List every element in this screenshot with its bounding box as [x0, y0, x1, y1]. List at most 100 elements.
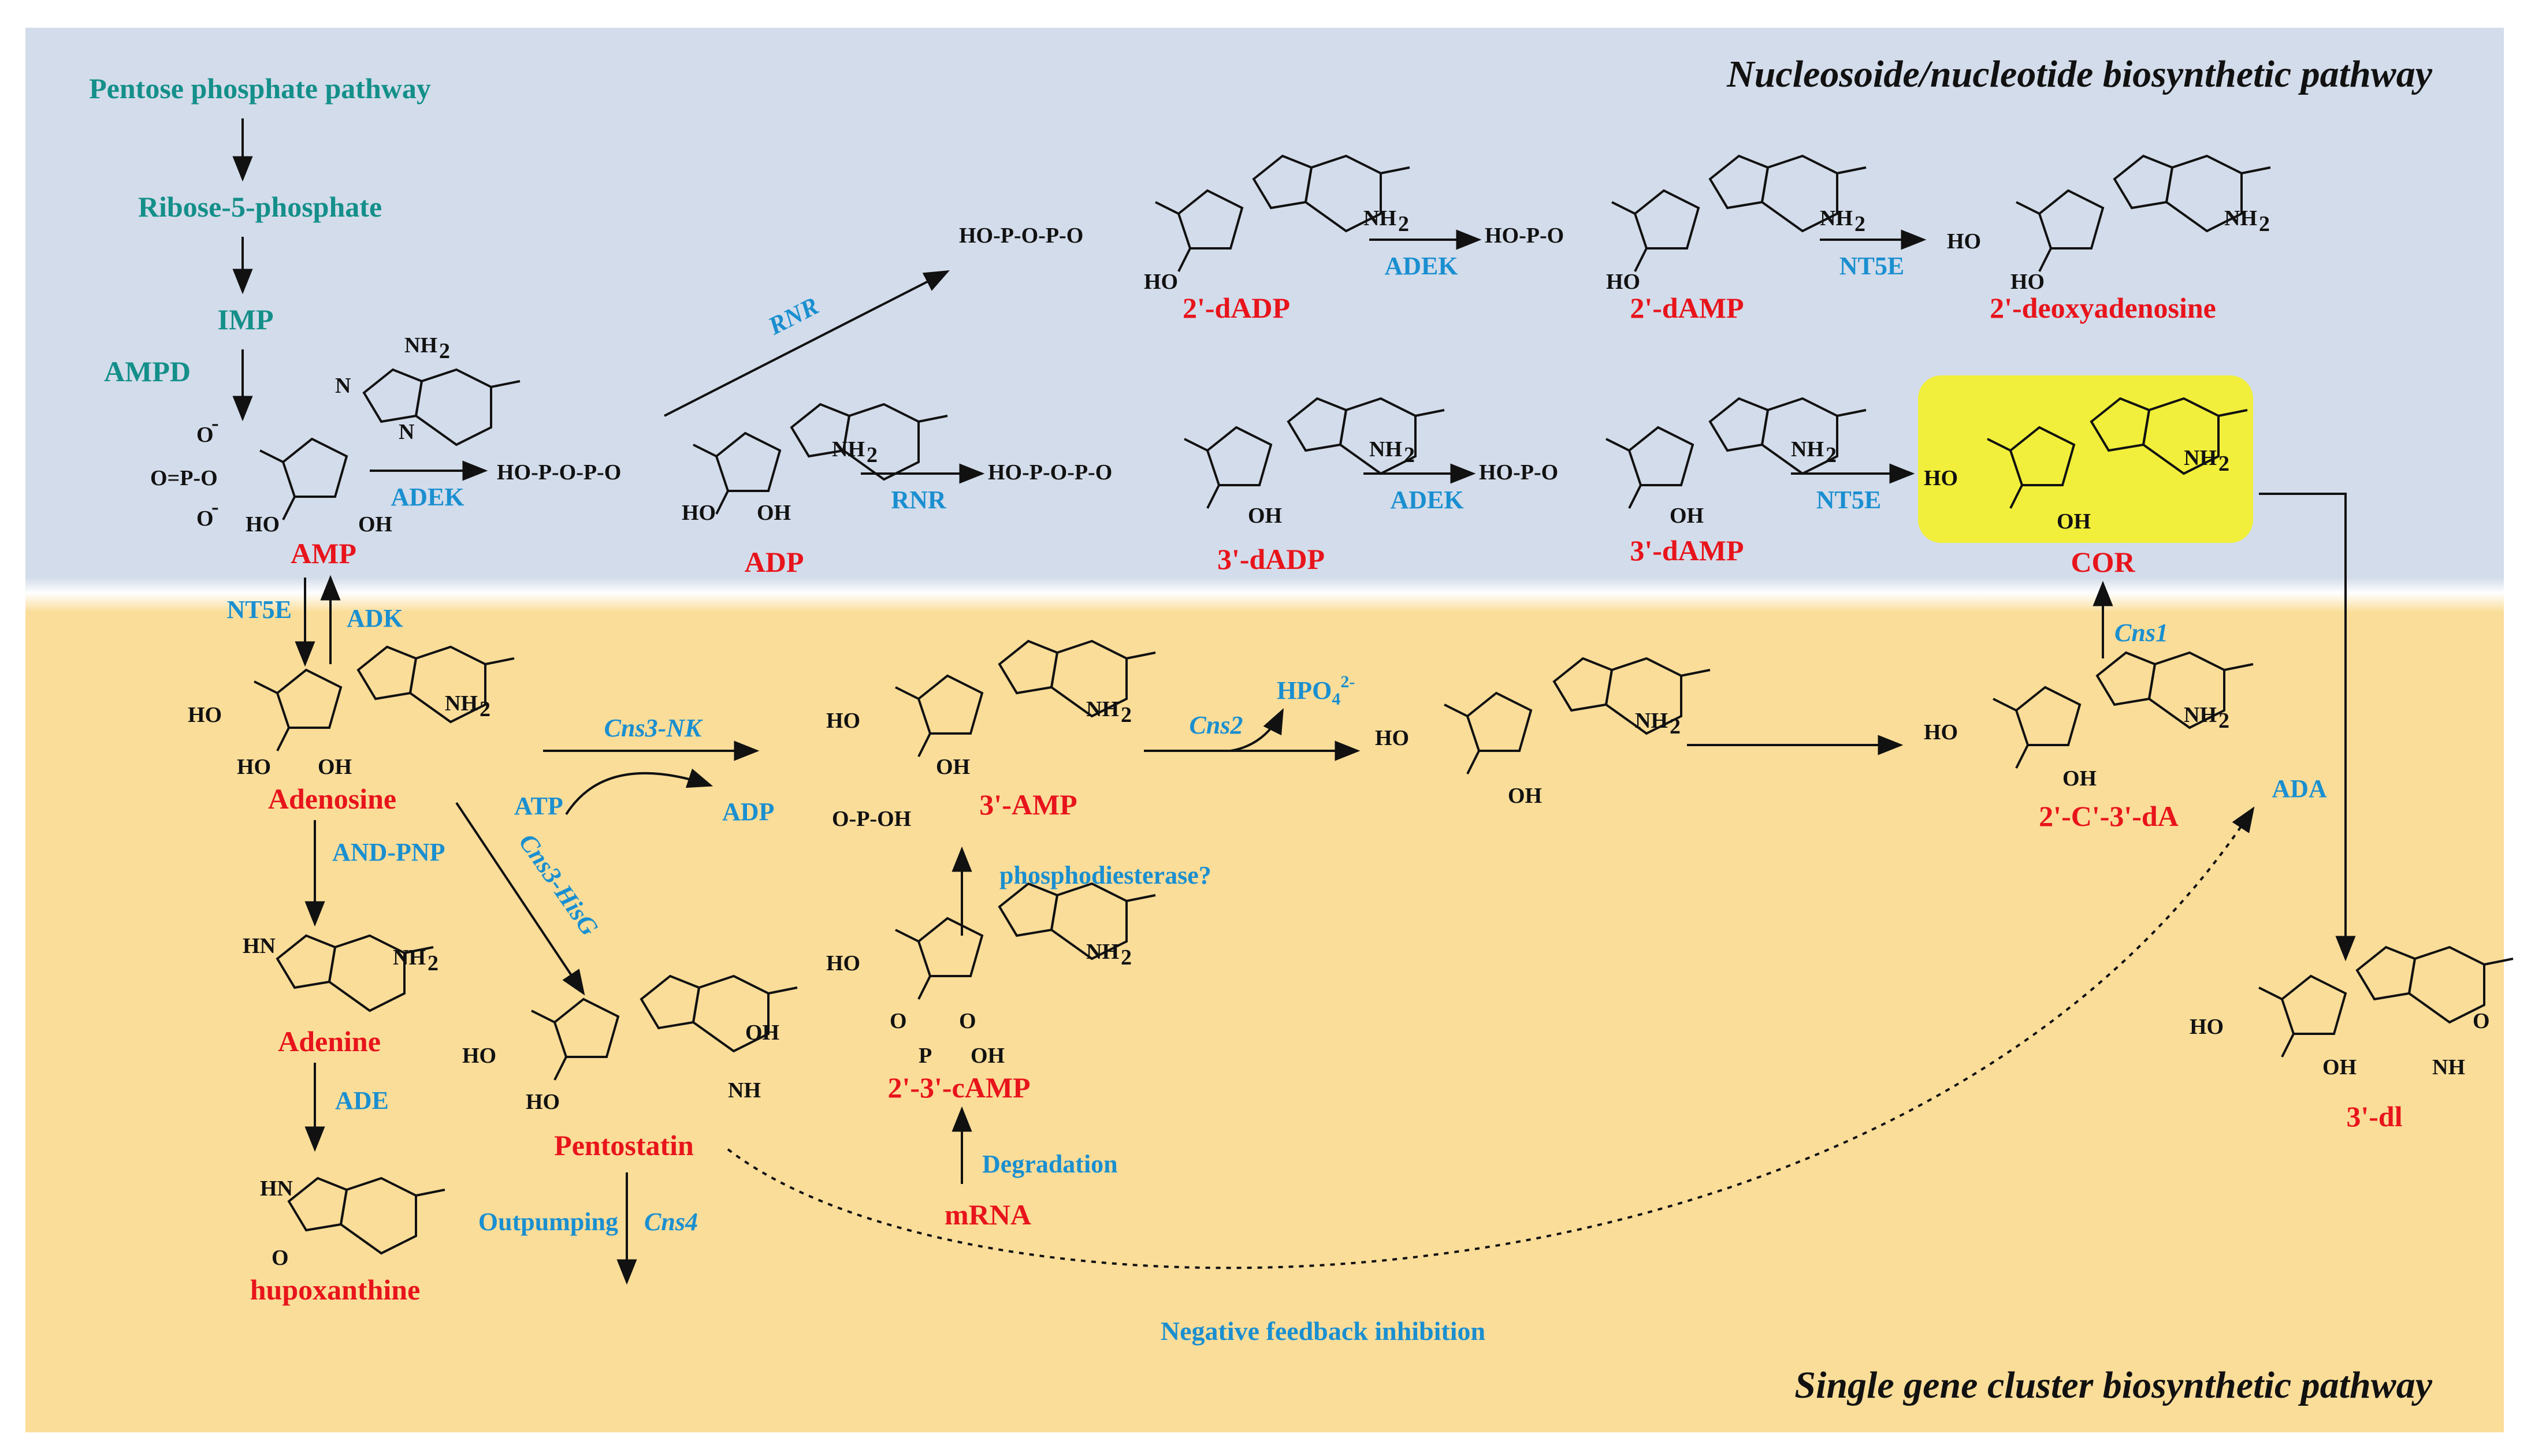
svg-text:2: 2 — [1404, 443, 1415, 467]
svg-text:NH: NH — [728, 1078, 761, 1103]
svg-text:HO: HO — [1947, 229, 1981, 254]
adek-2-label: ADEK — [1384, 252, 1458, 280]
svg-text:NH: NH — [832, 437, 865, 461]
rnr-2-label: RNR — [891, 486, 947, 514]
svg-text:2: 2 — [1854, 212, 1865, 236]
svg-text:NH: NH — [2224, 206, 2257, 230]
svg-text:NH: NH — [393, 945, 426, 970]
svg-text:HN: HN — [243, 934, 276, 958]
adk-label: ADK — [347, 604, 403, 632]
svg-text:NH: NH — [2184, 446, 2217, 470]
arrow-adp-dadp2 — [664, 270, 950, 417]
svg-text:HO: HO — [682, 501, 716, 525]
top-title: Nucleosoide/nucleotide biosynthetic path… — [1726, 53, 2433, 95]
svg-text:NH: NH — [1369, 437, 1402, 461]
ada-label: ADA — [2272, 774, 2327, 803]
svg-text:HO-P-O: HO-P-O — [1485, 224, 1564, 248]
ampd-label: AMPD — [104, 355, 191, 388]
svg-text:O: O — [272, 1246, 289, 1270]
arrow-atp-adp — [565, 768, 713, 815]
svg-text:HO-P-O-P-O: HO-P-O-P-O — [959, 224, 1083, 248]
svg-text:NH: NH — [1363, 206, 1396, 230]
svg-text:HO: HO — [1144, 270, 1178, 294]
svg-text:-: - — [211, 411, 219, 435]
svg-text:2: 2 — [1398, 212, 1409, 236]
svg-text:2: 2 — [1121, 703, 1132, 727]
svg-text:O: O — [890, 1009, 907, 1033]
band-separator — [25, 578, 2504, 612]
svg-text:NH: NH — [404, 333, 437, 358]
svg-text:2: 2 — [480, 697, 490, 721]
svg-text:O=P-O: O=P-O — [150, 466, 218, 490]
svg-text:OH: OH — [1248, 504, 1282, 528]
svg-text:NH: NH — [2432, 1055, 2465, 1079]
adenosine-label: Adenosine — [268, 783, 396, 815]
camp-label: 2'-3'-cAMP — [887, 1071, 1030, 1104]
svg-text:O: O — [196, 423, 214, 447]
svg-text:O: O — [196, 507, 214, 531]
svg-text:OH: OH — [1670, 504, 1704, 528]
svg-text:OH: OH — [2322, 1055, 2357, 1079]
svg-text:2: 2 — [1670, 714, 1681, 739]
svg-text:HO: HO — [246, 512, 280, 537]
pentostatin-structure: HO HO OH NH — [462, 975, 798, 1114]
svg-text:HO: HO — [2010, 270, 2045, 294]
damp2-label: 2'-dAMP — [1630, 292, 1744, 324]
degradation-label: Degradation — [982, 1150, 1118, 1178]
svg-text:HO: HO — [1606, 270, 1640, 294]
svg-text:N: N — [399, 420, 414, 444]
nt5e-2-label: NT5E — [1816, 486, 1881, 514]
svg-text:2: 2 — [2218, 452, 2229, 476]
bottom-title: Single gene cluster biosynthetic pathway — [1794, 1364, 2432, 1406]
imp-label: IMP — [217, 303, 273, 336]
svg-text:HO: HO — [1375, 726, 1409, 750]
svg-text:2: 2 — [2218, 709, 2229, 733]
pentostatin-label: Pentostatin — [554, 1129, 694, 1161]
svg-text:NH: NH — [445, 691, 478, 716]
svg-text:2: 2 — [2259, 212, 2270, 236]
svg-text:HO-P-O-P-O: HO-P-O-P-O — [988, 460, 1112, 485]
svg-text:-: - — [211, 495, 219, 519]
ade-label: ADE — [335, 1086, 389, 1115]
damp3-label: 3'-dAMP — [1630, 534, 1744, 567]
phosphodiesterase-label: phosphodiesterase? — [999, 861, 1211, 889]
hypoxanthine-structure: HN O — [260, 1176, 446, 1270]
svg-text:HO: HO — [826, 709, 860, 733]
deoxyadenosine-label: 2'-deoxyadenosine — [1990, 292, 2216, 324]
svg-text:NH: NH — [1635, 709, 1668, 733]
svg-text:NH: NH — [1086, 940, 1119, 964]
svg-text:O-P-OH: O-P-OH — [832, 807, 911, 831]
cns2-label: Cns2 — [1190, 711, 1243, 739]
svg-text:2: 2 — [1121, 945, 1132, 970]
hypoxanthine-label: hupoxanthine — [250, 1273, 421, 1306]
atp-label: ATP — [514, 792, 563, 820]
svg-text:2: 2 — [867, 443, 878, 467]
nt5e-3-label: NT5E — [227, 595, 292, 624]
svg-text:OH: OH — [318, 755, 352, 779]
hpo4-label: HPO42- — [1277, 672, 1355, 709]
adenine-label: Adenine — [278, 1025, 381, 1057]
svg-text:N: N — [335, 374, 351, 398]
svg-text:HO: HO — [237, 755, 271, 779]
svg-text:HO: HO — [462, 1044, 496, 1068]
svg-text:OH: OH — [936, 755, 970, 779]
feedback-label: Negative feedback inhibition — [1161, 1316, 1485, 1346]
amp-label: AMP — [291, 537, 356, 569]
adp-side-label: ADP — [722, 798, 774, 826]
svg-text:OH: OH — [971, 1044, 1005, 1068]
di3-structure: HO OH O NH — [2190, 946, 2514, 1079]
outpumping-label: Outpumping — [478, 1208, 618, 1236]
mrna-label: mRNA — [945, 1198, 1031, 1231]
dadp2-label: 2'-dADP — [1183, 292, 1290, 324]
